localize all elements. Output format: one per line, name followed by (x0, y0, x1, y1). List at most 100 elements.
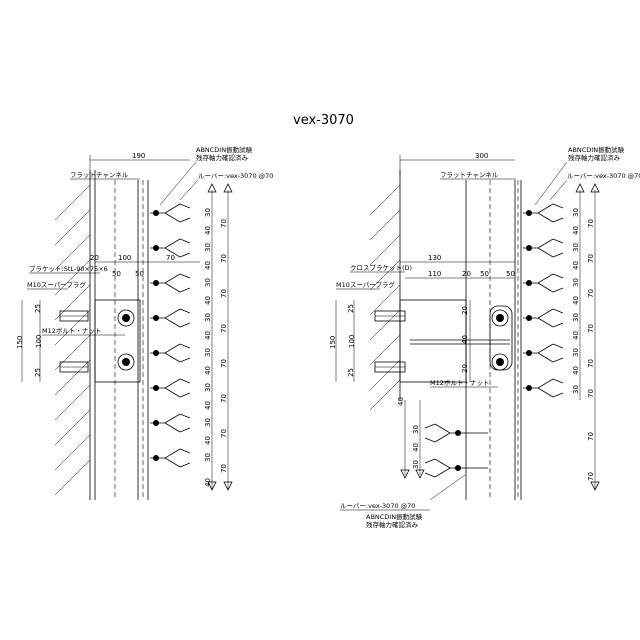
left-detail: 190 フラットチャンネル ABNCDIN振動試験 残存軸力確認済み ルーバー:… (16, 145, 273, 500)
pitch-dim-70: 70 (587, 324, 595, 333)
left-label-bolt: M12ボルト・ナット (42, 327, 101, 335)
left-label-plug: M10スーパープラグ (27, 280, 86, 289)
left-dim-e: 70 (166, 254, 175, 262)
pitch-dim: 40 (572, 296, 580, 305)
pitch-dim: 40 (204, 296, 212, 305)
pitch-dim-70: 70 (220, 254, 228, 263)
right-bolt-lower (491, 353, 509, 371)
louver-blade (424, 458, 488, 478)
right-vdim-100: 100 (348, 335, 356, 348)
drawing-title: vex-3070 (293, 113, 354, 128)
right-vdim-25b: 25 (347, 368, 355, 377)
right-plug-lower (374, 361, 406, 373)
louver-blade (523, 238, 564, 258)
pitch-dim: 30 (204, 453, 212, 462)
pitch-dim: 30 (204, 208, 212, 217)
right-lower-dims: 40 30 40 30 (397, 397, 420, 469)
louver-blade (150, 378, 191, 398)
left-louver-spec: ルーバー:vex-3070 @70 (198, 172, 273, 180)
pitch-dim-70: 70 (220, 219, 228, 228)
louver-blade (424, 423, 488, 443)
left-dim-overall: 190 (132, 152, 145, 160)
left-vdim-25b: 25 (34, 368, 42, 377)
pitch-dim-70: 70 (587, 389, 595, 398)
pitch-dim-70: 70 (587, 254, 595, 263)
right-inner-dim-40: 40 (461, 335, 469, 344)
louver-blade (523, 343, 564, 363)
louver-blade (523, 273, 564, 293)
right-dim-overall: 300 (475, 152, 488, 160)
right-bottom-test-note-2: 残存軸力確認済み (366, 520, 419, 529)
lower-dim: 30 (412, 460, 420, 469)
pitch-dim: 40 (204, 331, 212, 340)
right-vdim-25a: 25 (347, 304, 355, 313)
left-label-bracket: ブラケット:StL-90×75×6 (29, 264, 108, 273)
right-vdim-150: 150 (329, 336, 337, 349)
right-inner-dim-20b: 20 (461, 364, 469, 373)
pitch-dim: 30 (572, 348, 580, 357)
pitch-dim: 40 (572, 331, 580, 340)
right-dim-20: 20 (462, 270, 471, 278)
right-lower-louvers (424, 423, 488, 478)
lower-dim: 40 (412, 443, 420, 452)
right-test-note-2: 残存軸力確認済み (568, 153, 621, 162)
left-wall-hatch (54, 184, 91, 496)
pitch-dim: 30 (204, 278, 212, 287)
right-plug-upper (374, 310, 406, 322)
right-pitch-dims: 30 40 30 40 30 40 30 40 30 40 30 70 70 7… (572, 208, 595, 481)
right-dim-50a: 50 (480, 270, 489, 278)
pitch-dim: 40 (204, 366, 212, 375)
pitch-dim-70: 70 (587, 219, 595, 228)
louver-blade (523, 378, 564, 398)
pitch-dim-70: 70 (220, 324, 228, 333)
right-inner-dim-20a: 20 (461, 306, 469, 315)
pitch-dim-70: 70 (587, 289, 595, 298)
pitch-dim: 30 (204, 348, 212, 357)
right-bottom-test-note-1: ABNCDIN振動試験 (366, 512, 423, 521)
pitch-dim-70: 70 (587, 472, 595, 481)
louver-blade (150, 448, 191, 468)
right-cross-bracket (399, 299, 513, 383)
pitch-dim-70: 70 (220, 394, 228, 403)
right-dim-110: 110 (428, 270, 441, 278)
pitch-dim: 30 (572, 313, 580, 322)
pitch-dim: 30 (204, 243, 212, 252)
pitch-dim-70: 70 (587, 359, 595, 368)
left-bracket (94, 299, 141, 383)
left-vdim-150: 150 (16, 336, 24, 349)
left-dim-a: 20 (90, 254, 99, 262)
pitch-dim: 30 (204, 313, 212, 322)
pitch-dim-70: 70 (220, 429, 228, 438)
right-wall-hatch (369, 184, 401, 411)
left-plug-upper (59, 310, 89, 322)
left-bolt-upper (117, 309, 135, 327)
pitch-dim-70: 70 (220, 464, 228, 473)
right-label-bolt: M12ボルト・ナット (430, 379, 489, 387)
right-dim-130: 130 (428, 254, 441, 262)
right-test-note-1: ABNCDIN振動試験 (568, 145, 625, 154)
right-bottom-louver-spec: ルーバー:vex-3070 @70 (340, 502, 415, 510)
right-dim-50b: 50 (506, 270, 515, 278)
left-plug-lower (59, 361, 89, 373)
louver-blade (150, 273, 191, 293)
right-louvers (523, 203, 564, 398)
pitch-dim-70: 70 (587, 432, 595, 441)
pitch-dim: 40 (572, 261, 580, 270)
pitch-dim: 30 (204, 418, 212, 427)
pitch-dim: 40 (204, 226, 212, 235)
right-bolt-upper (491, 309, 509, 327)
left-dim-c: 50 (112, 270, 121, 278)
pitch-dim: 30 (572, 243, 580, 252)
right-label-cross-bracket: クロスブラケット(D) (350, 263, 412, 272)
right-louver-spec: ルーバー:vex-3070 @70 (567, 172, 640, 180)
louver-blade (523, 308, 564, 328)
pitch-dim: 40 (204, 436, 212, 445)
pitch-dim: 30 (572, 208, 580, 217)
left-label-flat-channel: フラットチャンネル (70, 171, 129, 179)
louver-blade (150, 203, 191, 223)
louver-blade (150, 343, 191, 363)
left-vdim-100: 100 (35, 335, 43, 348)
right-detail: 300 フラットチャンネル ABNCDIN振動試験 残存軸力確認済み ルーバー:… (329, 145, 640, 529)
right-label-plug: M10スーパープラグ (336, 280, 395, 289)
